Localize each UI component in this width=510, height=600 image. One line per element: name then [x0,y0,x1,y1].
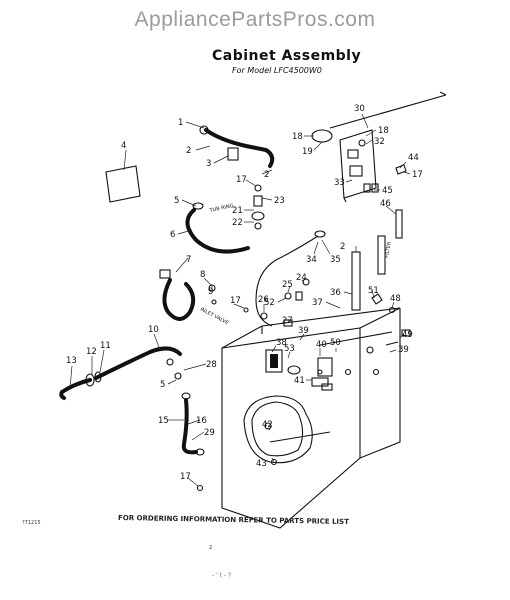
label-tub-ring: TUB RING [208,203,234,214]
page-number: 2 [209,545,213,551]
callout: 15 [158,416,169,426]
label-filter: FILTER [384,241,393,258]
callout: 6 [170,230,175,240]
callout: 43 [256,459,267,469]
callout: 42 [262,420,273,430]
callout: 5 [174,196,179,206]
callout: 39 [398,345,409,355]
callout: 24 [296,273,307,283]
callout: 28 [206,360,217,370]
callout: 32 [374,137,385,147]
callout: 2 [264,170,269,180]
callout-numbers: 1 2 3 2 4 5 6 17 23 21 22 18 19 30 18 32… [66,104,423,482]
callout: 4 [121,141,126,151]
callout: 13 [66,356,77,366]
callout: 2 [186,146,191,156]
document-code: ?71215 [22,520,41,526]
callout: 18 [378,126,389,136]
diagram-subtitle: For Model LFC4500W0 [232,66,322,75]
small-parts [166,184,411,492]
callout: 9 [208,287,213,297]
callout: 50 [330,338,341,348]
callout: 34 [306,255,317,265]
callout: 26 [258,295,269,305]
cabinet-body [221,307,401,529]
callout: 1 [178,118,183,128]
callout: 3 [206,159,211,169]
callout: 16 [196,416,207,426]
callout: 5 [160,380,165,390]
callout: 23 [274,196,285,206]
callout: 12 [86,347,97,357]
callout: 39 [298,326,309,336]
callout: 19 [302,147,313,157]
leader-lines [69,113,411,487]
callout: 11 [100,341,111,351]
callout: 36 [330,288,341,298]
callout: 25 [282,280,293,290]
callout: 38 [276,338,287,348]
callout: 8 [200,270,205,280]
callout: 30 [354,104,365,114]
bottom-marks: - ' ( - ? [212,572,232,579]
diagram-title: Cabinet Assembly [212,48,362,64]
callout: 44 [408,153,419,163]
watermark: AppliancePartsPros.com [134,8,376,31]
callout: 2 [340,242,345,252]
callout: 35 [330,255,341,265]
panel-4 [105,165,141,203]
callout: 52 [264,298,275,308]
callout: 27 [282,316,293,326]
console-parts [265,341,399,387]
callout: 41 [294,376,305,386]
callout: 21 [232,206,243,216]
bracket-assembly [311,91,447,203]
callout: 53 [284,344,295,354]
callout: 48 [390,294,401,304]
callout: 17 [412,170,423,180]
callout: 46 [380,199,391,209]
callout: 29 [204,428,215,438]
callout: 45 [382,186,393,196]
callout: 10 [148,325,159,335]
callout: 37 [312,298,323,308]
label-inlet-valve: INLET VALVE [199,306,229,326]
callout: 40 [316,340,327,350]
callout: 49 [402,330,413,340]
hoses [59,125,403,456]
callout: 7 [186,255,191,265]
callout: 22 [232,218,243,228]
callout: 17 [236,175,247,185]
callout: 17 [180,472,191,482]
callout: 18 [292,132,303,142]
callout: 17 [230,296,241,306]
callout: 33 [334,178,345,188]
callout: 51 [368,286,379,296]
